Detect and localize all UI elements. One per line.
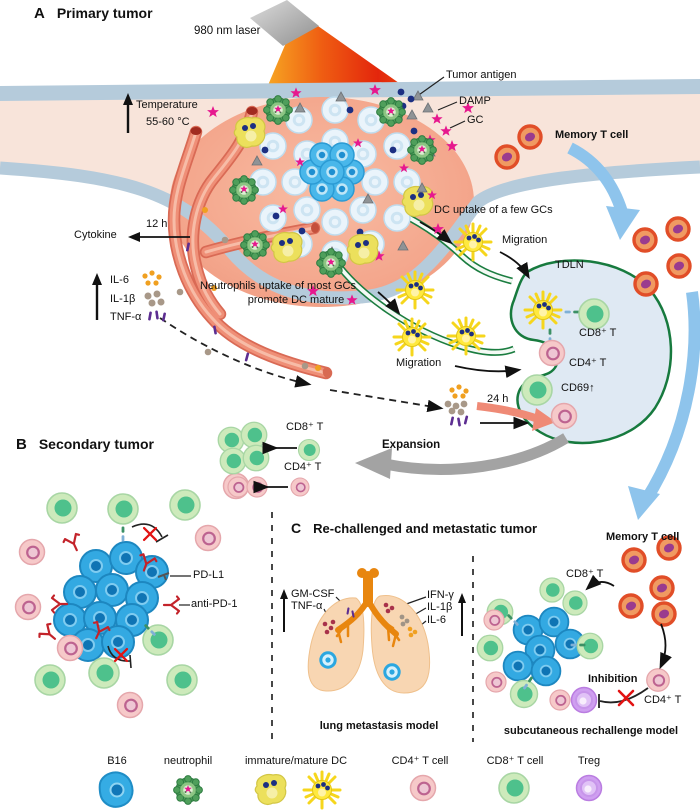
pdl1-receptor [157, 572, 170, 581]
gc-label: GC [467, 114, 484, 126]
treg-cell-icon [575, 774, 603, 802]
panel-c-dividers [271, 512, 474, 742]
rechallenge-tumor-cluster [502, 606, 586, 687]
il1b-label: IL-1β [110, 293, 136, 305]
time-24h-label: 24 h [487, 393, 509, 405]
panel-b-title: B Secondary tumor [16, 436, 154, 453]
laser-handpiece [250, 0, 319, 46]
laser-beam [266, 26, 406, 90]
anti-pd1-label: anti-PD-1 [191, 598, 238, 610]
neutrophil-note-line1: Neutrophils uptake of most GCs [200, 280, 356, 292]
cd8-label-a: CD8⁺ T [579, 327, 617, 339]
legend-label-cd4: CD4⁺ T cell [391, 755, 449, 767]
legend-label-b16: B16 [107, 755, 127, 767]
panel-c-letter: C [291, 520, 302, 536]
memory-t-flow-arrows [567, 142, 700, 520]
cd8-label-c: CD8⁺ T [566, 568, 604, 580]
gmcsf-label: GM-CSF [291, 588, 335, 600]
legend-icons [98, 770, 603, 810]
cytokine-dashed-path [159, 317, 444, 413]
dc-uptake-label: DC uptake of a few GCs [434, 204, 553, 216]
il6-label-c: IL-6 [427, 614, 446, 626]
panel-b-letter: B [16, 436, 27, 453]
migration-label-2: Migration [396, 357, 442, 369]
laser-label: 980 nm laser [194, 25, 261, 37]
skin-surface-layer [0, 79, 700, 101]
damp-label: DAMP [459, 95, 491, 107]
blue-arrowhead [628, 486, 660, 520]
time-12h-label: 12 h [146, 218, 168, 230]
laser-device [250, 0, 406, 90]
up-arrows [92, 93, 466, 636]
b16-cell-icon [98, 771, 134, 808]
lungs-illustration [307, 568, 431, 694]
legend-label-neutrophil: neutrophil [163, 755, 213, 767]
temperature-label: Temperature [136, 99, 198, 111]
mature-dc-icon [302, 770, 342, 810]
blue-arrowhead [606, 206, 640, 240]
legend-label-cd8: CD8⁺ T cell [486, 755, 544, 767]
lymphatic-vessels [333, 209, 516, 356]
subcutaneous-model-label: subcutaneous rechallenge model [503, 725, 679, 737]
il6-label: IL-6 [110, 274, 129, 286]
panel-a-title: A Primary tumor [34, 5, 153, 22]
cd4-expansion-group [227, 476, 310, 498]
expansion-arrow [355, 433, 569, 479]
lung-model-label: lung metastasis model [319, 720, 439, 732]
rechallenge-immune-cells [476, 574, 672, 714]
expansion-label: Expansion [382, 439, 441, 451]
panel-a-letter: A [34, 5, 45, 22]
migration-label-1: Migration [502, 234, 548, 246]
inhibition-label: Inhibition [588, 673, 638, 685]
tnfa-label: TNF-α [110, 311, 142, 323]
temperature-value: 55-60 °C [146, 116, 190, 128]
cd4-label-c: CD4⁺ T [644, 694, 682, 706]
neutrophil-note-line2: promote DC mature [247, 294, 345, 306]
cd4-label-a: CD4⁺ T [569, 357, 607, 369]
cd4-cell-icon [409, 774, 437, 802]
released-particles [207, 84, 474, 305]
tnfa-label-c: TNF-α [291, 600, 323, 612]
pdl1-label: PD-L1 [193, 569, 225, 581]
secondary-tumor-immune-cells [14, 472, 250, 719]
cd8-label-b: CD8⁺ T [286, 421, 324, 433]
cd8-expansion-group [217, 421, 321, 475]
ifng-label: IFN-γ [427, 589, 454, 601]
panel-c-title: C Re-challenged and metastatic tumor [291, 520, 538, 536]
cytokine-symbols [142, 270, 469, 427]
memory-t-label-a: Memory T cell [555, 129, 629, 141]
small-black-arrows [128, 221, 530, 430]
il1b-label-c: IL-1β [427, 601, 453, 613]
tdln-label: TDLN [555, 259, 584, 271]
tumor-antigen-label: Tumor antigen [446, 69, 517, 81]
cd69-label: CD69↑ [561, 382, 595, 394]
immature-dc-icon [254, 773, 287, 806]
memory-t-label-c: Memory T cell [606, 531, 680, 543]
cd8-cell-icon [498, 772, 530, 804]
cytokine-label: Cytokine [74, 229, 117, 241]
24h-arrow [476, 402, 556, 431]
neutrophil-icon [174, 776, 203, 805]
legend-label-treg: Treg [577, 755, 601, 767]
legend-label-dc: immature/mature DC [244, 755, 348, 767]
cd4-label-b: CD4⁺ T [284, 461, 322, 473]
